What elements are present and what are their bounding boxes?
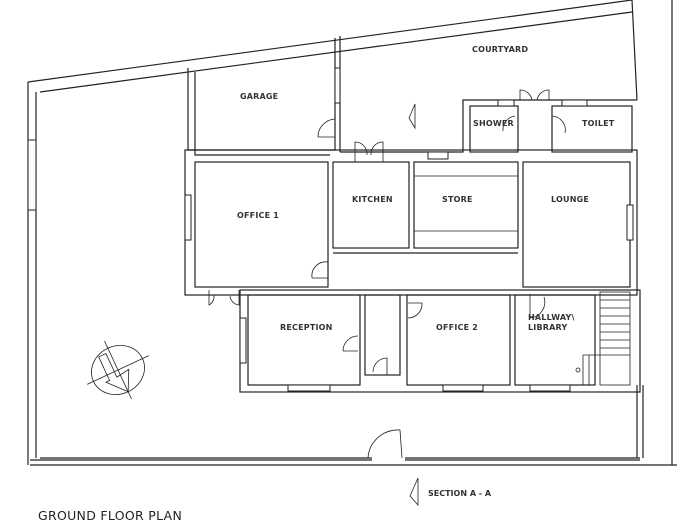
room-label-toilet: TOILET (582, 119, 615, 128)
room-label-store: STORE (442, 195, 473, 204)
room-label-hallway: HALLWAY\ (528, 313, 575, 322)
lower-rooms-walls (239, 289, 641, 393)
north-arrow-icon (87, 340, 149, 400)
wet-area-walls (340, 89, 637, 153)
room-label-garage: GARAGE (240, 92, 279, 101)
room-label-office-1: OFFICE 1 (237, 211, 279, 220)
entrance-door (367, 429, 403, 459)
room-label-courtyard: COURTYARD (472, 45, 529, 54)
boundary-walls (27, 0, 677, 466)
room-label-shower: SHOWER (473, 119, 514, 128)
room-label-kitchen: KITCHEN (352, 195, 393, 204)
room-label-library: LIBRARY (528, 323, 568, 332)
room-label-reception: RECEPTION (280, 323, 333, 332)
section-label: SECTION A - A (428, 489, 492, 498)
room-label-office-2: OFFICE 2 (436, 323, 478, 332)
section-marker-icon (409, 477, 419, 507)
garage-walls (187, 36, 341, 156)
plan-title: GROUND FLOOR PLAN (38, 508, 183, 523)
main-block-walls (184, 141, 638, 306)
room-label-lounge: LOUNGE (551, 195, 590, 204)
